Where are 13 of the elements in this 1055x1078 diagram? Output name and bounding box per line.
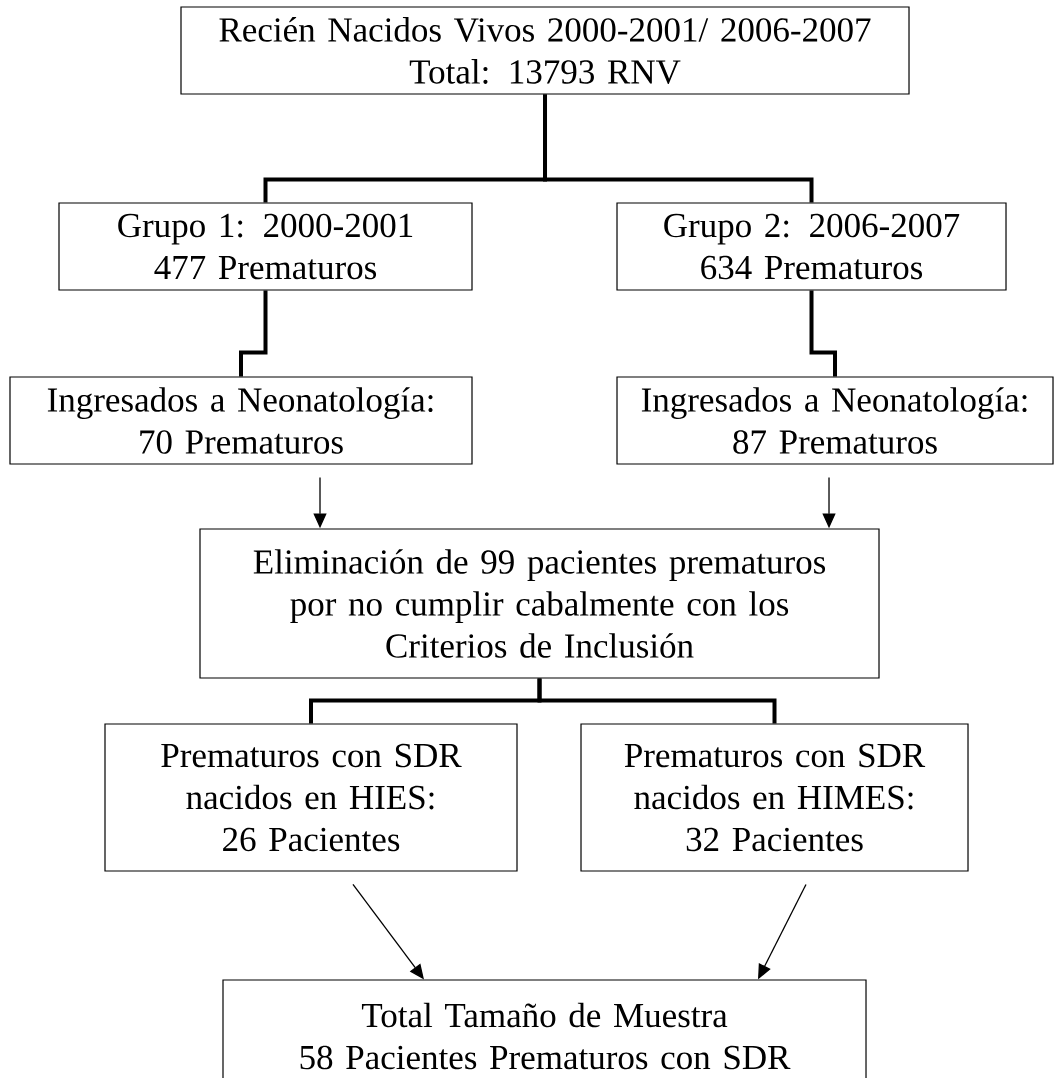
process-box: Grupo 1: 2000-2001 477 Prematuros bbox=[58, 202, 473, 291]
connector-line bbox=[543, 94, 814, 203]
process-box: Eliminación de 99 pacientes prematuros por no cumplir cabalmente con los Criterios de Inclusión bbox=[199, 528, 880, 679]
process-box: Prematuros con SDR nacidos en HIES: 26 Pacientes bbox=[104, 723, 518, 872]
process-box: Ingresados a Neonatología: 87 Prematuros bbox=[616, 376, 1054, 465]
process-box: Ingresados a Neonatología: 70 Prematuros bbox=[9, 376, 473, 465]
connector-line bbox=[537, 678, 777, 724]
process-box: Recién Nacidos Vivos 2000-2001/ 2006-2007 Total: 13793 RNV bbox=[180, 6, 910, 95]
connector-line bbox=[809, 290, 837, 377]
process-box: Prematuros con SDR nacidos en HIMES: 32 Pacientes bbox=[580, 723, 969, 872]
connector-line bbox=[239, 290, 268, 377]
process-box: Grupo 2: 2006-2007 634 Prematuros bbox=[616, 202, 1007, 291]
process-box: Total Tamaño de Muestra 58 Pacientes Prematuros con SDR bbox=[222, 979, 867, 1078]
